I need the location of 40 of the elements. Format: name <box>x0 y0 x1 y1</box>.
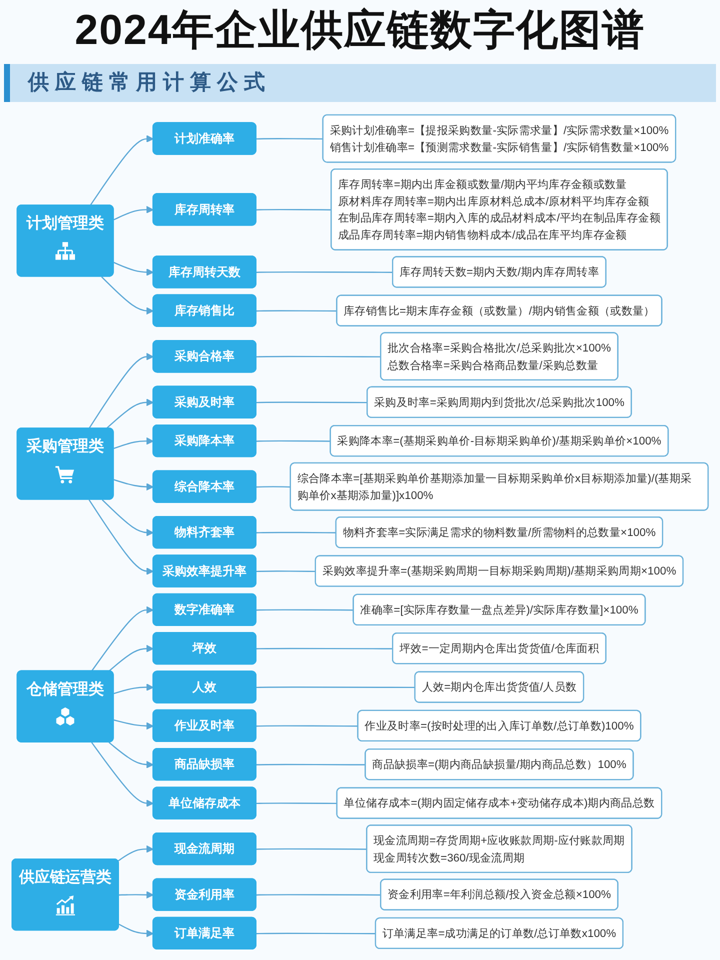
arrow <box>114 437 154 450</box>
connector <box>256 570 316 572</box>
connector <box>256 402 368 404</box>
arrow <box>114 684 154 694</box>
connector <box>256 609 354 611</box>
arrow <box>88 352 154 429</box>
arrow <box>106 398 154 429</box>
arrow <box>91 742 154 808</box>
arrow <box>108 644 154 672</box>
connector <box>256 648 393 650</box>
arrow <box>114 206 154 220</box>
arrow <box>118 924 154 938</box>
arrow <box>91 606 154 672</box>
connector <box>256 725 358 727</box>
connector <box>256 310 338 312</box>
arrow <box>118 845 154 862</box>
arrow <box>114 719 154 730</box>
connector <box>256 532 336 534</box>
connector <box>256 932 376 934</box>
connector <box>256 894 382 896</box>
connector <box>256 764 366 766</box>
connector <box>256 802 338 804</box>
arrow <box>101 276 154 315</box>
connector <box>256 208 332 210</box>
connector <box>256 686 416 688</box>
arrow <box>114 479 154 491</box>
connector <box>256 356 382 358</box>
connector <box>256 486 291 488</box>
connector <box>256 848 368 850</box>
arrow <box>108 742 154 768</box>
arrow <box>88 499 154 576</box>
connector <box>256 138 324 140</box>
connector <box>256 440 331 442</box>
arrow <box>102 499 154 536</box>
section-heading: 供应链常用计算公式 <box>28 70 271 96</box>
connector <box>256 271 393 273</box>
arrow <box>118 891 154 899</box>
title: 2024年企业供应链数字化图谱 <box>74 5 646 55</box>
arrow <box>90 135 154 206</box>
arrow <box>114 262 154 276</box>
